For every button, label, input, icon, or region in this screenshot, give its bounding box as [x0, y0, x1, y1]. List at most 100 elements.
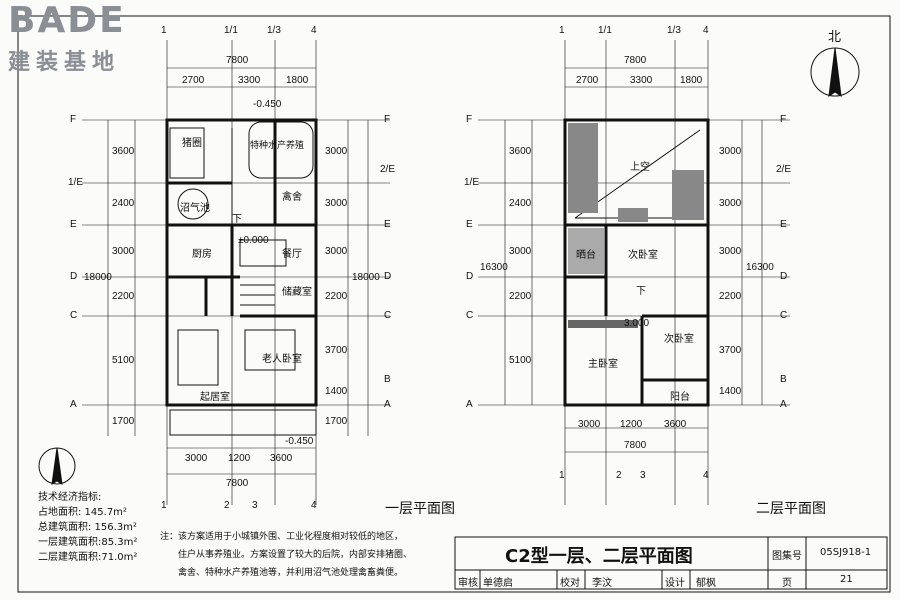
plan1-axis-bottom-2: 2 — [224, 500, 230, 511]
plan2-left-dim-2: 2400 — [509, 198, 532, 209]
plan1-axis-right-F: F — [384, 114, 391, 125]
plan1-top-dim-2: 3300 — [238, 75, 261, 86]
plan1-right-dim-4: 2200 — [325, 291, 348, 302]
plan2-right-dim-5: 3700 — [719, 345, 742, 356]
plan1-axis-right-2E: 2/E — [380, 164, 396, 175]
page-number: 21 — [840, 574, 853, 585]
plan1-axis-right-D: D — [384, 271, 392, 282]
plan2-right-dim-2: 3000 — [719, 198, 742, 209]
plan2-axis-left-E: E — [466, 219, 473, 230]
plan1-axis-left-1E: 1/E — [68, 177, 84, 188]
plan1-left-dim-1: 3600 — [112, 146, 135, 157]
plan2-left-dim-3: 3000 — [509, 246, 532, 257]
plan2-axis-right-2E: 2/E — [776, 164, 792, 175]
plan2-top-dim-3: 1800 — [680, 75, 703, 86]
plan1-room-aqua: 特种水产养殖 — [250, 140, 305, 150]
plan1-top-total: 7800 — [226, 55, 249, 66]
indicators-heading: 技术经济指标: — [38, 492, 102, 503]
plan2-top-dim-1: 2700 — [576, 75, 599, 86]
page-label: 页 — [782, 578, 792, 589]
plan1-right-dim-1: 3000 — [325, 146, 348, 157]
plan2-room-terrace: 晒台 — [576, 250, 596, 261]
plan2-gridlines — [478, 40, 790, 505]
indicator-site-area: 占地面积: 145.7m² — [38, 507, 127, 518]
plan1-axis-left-F: F — [70, 114, 77, 125]
plan2-axis-bottom-1: 1 — [559, 470, 565, 481]
plan1-left-dim-3: 3000 — [112, 246, 135, 257]
design-label: 设计 — [665, 578, 685, 589]
plan1-room-biogas: 沼气池 — [180, 203, 210, 214]
indicator-floor1-area: 一层建筑面积:85.3m² — [38, 537, 138, 548]
design-name: 郁枫 — [696, 578, 716, 589]
plan1-axis-right-A: A — [384, 399, 391, 410]
plan1-room-elderly: 老人卧室 — [262, 354, 302, 365]
plan1-axis-left-D: D — [70, 271, 78, 282]
plan1-right-dim-7: 1700 — [325, 416, 348, 427]
plan1-axis-bottom-4: 4 — [311, 500, 317, 511]
plan2-left-dim-5: 5100 — [509, 355, 532, 366]
plan2-axis-left-F: F — [466, 114, 473, 125]
plan2-right-dim-6: 1400 — [719, 386, 742, 397]
plan1-axis-left-E: E — [70, 219, 77, 230]
plan1-bottom-dim-1: 3000 — [185, 453, 208, 464]
plan1-axis-right-B: B — [384, 374, 391, 385]
check-name: 李汶 — [592, 578, 612, 589]
plan1-room-living: 起居室 — [200, 392, 230, 403]
plan2-bottom-dim-3: 3600 — [664, 419, 687, 430]
plan2-axis-top-4: 4 — [703, 25, 709, 36]
plan1-bottom-dim-3: 3600 — [270, 453, 293, 464]
title-block-frame — [454, 536, 888, 590]
plan2-axis-top-1-3: 1/3 — [667, 25, 681, 36]
check-label: 校对 — [560, 578, 580, 589]
north-arrow-top — [810, 47, 860, 98]
plan1-elev-floor: ±0.000 — [238, 235, 269, 246]
plan2-axis-bottom-3: 3 — [640, 470, 646, 481]
plan1-stair-down: 下 — [232, 214, 242, 225]
indicators-block: 技术经济指标: 占地面积: 145.7m² 总建筑面积: 156.3m² 一层建… — [38, 490, 137, 565]
plan2-room-balcony: 阳台 — [670, 392, 690, 403]
plan2-left-dim-1: 3600 — [509, 146, 532, 157]
plan2-top-dim-2: 3300 — [630, 75, 653, 86]
plan2-bottom-total: 7800 — [624, 440, 647, 451]
plan1-axis-top-1: 1 — [161, 25, 167, 36]
plan2-room-bed2b: 次卧室 — [664, 334, 694, 345]
plan2-bottom-dim-1: 3000 — [578, 419, 601, 430]
atlas-label: 图集号 — [772, 551, 802, 562]
plan2-axis-right-F: F — [780, 114, 787, 125]
plan1-bottom-dim-2: 1200 — [228, 453, 251, 464]
plan1-right-dim-5: 3700 — [325, 345, 348, 356]
plan2-axis-right-E: E — [780, 219, 787, 230]
plan2-void-roof — [568, 123, 704, 328]
plan2-top-total: 7800 — [624, 55, 647, 66]
plan2-room-void: 上空 — [630, 162, 650, 173]
north-label: 北 — [828, 30, 842, 45]
plan2-left-total: 16300 — [480, 262, 508, 273]
plan1-axis-left-A: A — [70, 399, 77, 410]
plan1-left-dim-2: 2400 — [112, 198, 135, 209]
plan1-top-dim-1: 2700 — [182, 75, 205, 86]
plan2-stair-down: 下 — [636, 286, 646, 297]
plan2-left-dim-4: 2200 — [509, 291, 532, 302]
plan2-axis-right-A: A — [780, 399, 787, 410]
plan1-axis-bottom-3: 3 — [252, 500, 258, 511]
plan1-top-dim-3: 1800 — [286, 75, 309, 86]
plan2-right-dim-1: 3000 — [719, 146, 742, 157]
plan2-axis-bottom-4: 4 — [703, 470, 709, 481]
plan2-right-dim-4: 2200 — [719, 291, 742, 302]
plan2-axis-right-D: D — [780, 271, 788, 282]
plan1-interior-lines — [169, 121, 317, 436]
plan2-room-bed2a: 次卧室 — [628, 250, 658, 261]
plan2-axis-bottom-2: 2 — [616, 470, 622, 481]
plan1-axis-top-4: 4 — [311, 25, 317, 36]
design-note: 注：该方案适用于小城镇外围、工业化程度相对较低的地区， 住户从事养殖业。方案设置… — [160, 528, 412, 582]
plan1-caption: 一层平面图 — [385, 501, 455, 517]
plan1-axis-right-C: C — [384, 310, 392, 321]
plan2-axis-left-C: C — [466, 310, 474, 321]
plan1-room-pig: 猪圈 — [182, 138, 202, 149]
plan1-room-kitchen: 厨房 — [192, 249, 212, 260]
indicator-total-area: 总建筑面积: 156.3m² — [38, 522, 137, 533]
plan1-bottom-total: 7800 — [226, 478, 249, 489]
note-line-2: 住户从事养殖业。方案设置了较大的后院，内部安排猪圈、 — [178, 550, 413, 560]
plan2-room-master: 主卧室 — [588, 359, 618, 370]
note-line-3: 禽舍、特种水产养殖池等，并利用沼气池处理禽畜粪便。 — [178, 568, 404, 578]
